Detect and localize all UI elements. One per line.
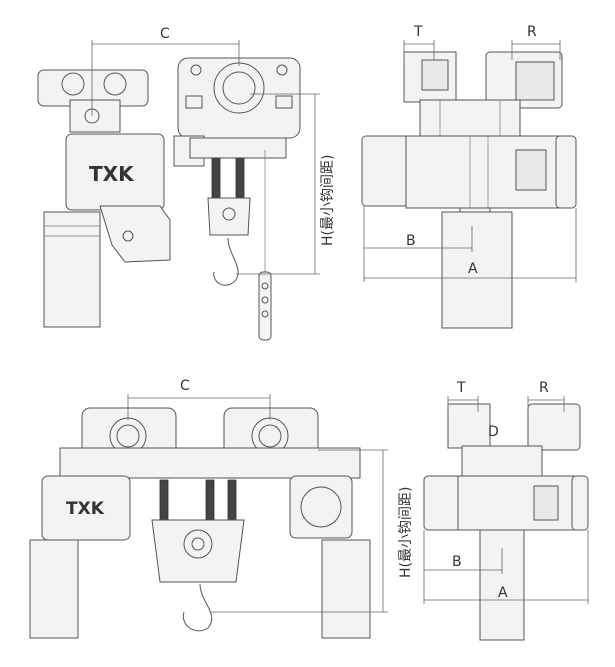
hoist-motor-bottom (289, 475, 353, 539)
hook-bottom (182, 583, 213, 632)
dim-h-label-top: H(最小钩间距) (320, 155, 336, 246)
hook-block (207, 197, 251, 236)
chain-guide (189, 137, 287, 159)
hook (213, 237, 239, 286)
dim-c-label-top: C (160, 26, 170, 42)
gear-housing (99, 205, 171, 263)
dim-a-label-bottom: A (498, 585, 508, 601)
dim-c-label-bottom: C (180, 378, 190, 394)
motor-block-left (43, 211, 101, 328)
travel-motor-left-bottom (447, 403, 491, 449)
end-cover (555, 135, 577, 209)
logo-top: TXK (89, 162, 135, 186)
trolley-wheel-1 (61, 72, 85, 96)
top-front-view: TXK C (37, 26, 336, 341)
lower-block (441, 211, 513, 329)
hoist-motor (361, 135, 409, 207)
spreader-beam (59, 447, 361, 479)
trolley-wheel-2 (103, 72, 127, 96)
dim-t-label-top: T (413, 24, 423, 40)
hook-block-bottom (151, 519, 245, 583)
chain-left (211, 157, 221, 201)
dim-b-label-top: B (406, 233, 416, 249)
top-side-view: T R B A (361, 24, 577, 329)
trolley-beam-bottom (461, 445, 543, 477)
motor-block-left-bottom (29, 539, 79, 639)
bottom-side-view: D T R B A (423, 380, 589, 641)
dim-b-label-bottom: B (452, 554, 462, 570)
dim-r-label-bottom: R (539, 380, 549, 396)
hoist-motor-side-bottom (423, 475, 461, 531)
dim-h-label-bottom: H(最小钩间距) (398, 487, 414, 578)
travel-motor-right-bottom (527, 403, 581, 451)
chain-right (235, 157, 245, 201)
pendant-control (258, 271, 272, 341)
dim-d-label-bottom: D (488, 424, 499, 440)
dim-t-label-bottom: T (456, 380, 466, 396)
bottom-front-view: TXK C H(最小钩间距) (29, 378, 414, 639)
dim-r-label-top: R (527, 24, 537, 40)
electric-box-bottom (41, 475, 131, 541)
dim-a-label-top: A (468, 261, 478, 277)
trolley-hanger (69, 99, 121, 133)
trolley-beam (419, 99, 521, 137)
motor-block-right-bottom (321, 539, 371, 639)
logo-bottom: TXK (66, 499, 105, 519)
